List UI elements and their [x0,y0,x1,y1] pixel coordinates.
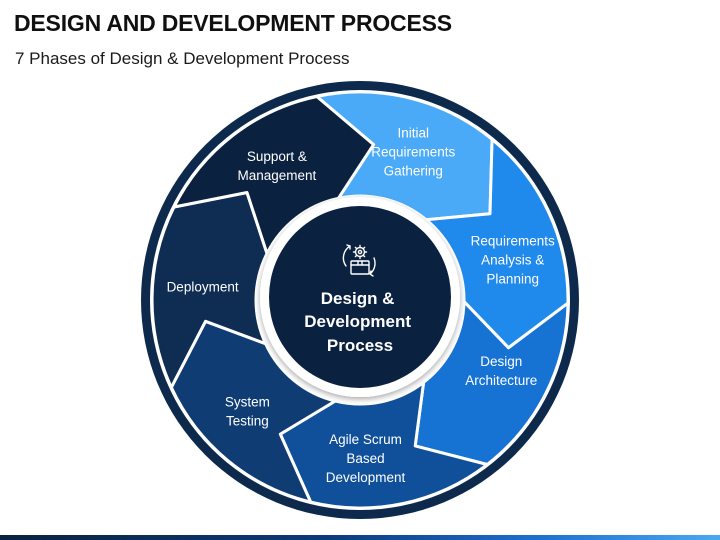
phase-label-line: Gathering [384,163,443,178]
footer-accent-bar [0,535,720,540]
phase-label-line: Deployment [167,280,239,295]
center-title-line: Process [327,336,393,355]
center-hub [269,206,451,388]
center-title-line: Design & [321,289,395,308]
phase-label-line: Based [346,451,384,466]
phase-label-line: Analysis & [481,253,544,268]
center-title-line: Development [304,312,411,331]
phase-label-line: Requirements [371,144,455,159]
center-title: Design & Development Process [304,289,415,355]
phase-label-line: Support & [247,149,307,164]
phase-label: Deployment [167,280,239,295]
phase-label-line: Architecture [465,373,537,388]
phase-label-line: Requirements [471,234,555,249]
phase-segments [150,90,570,510]
phase-label-line: Planning [486,272,539,287]
phase-label-line: Design [480,354,522,369]
slide-title: DESIGN AND DEVELOPMENT PROCESS [14,10,452,36]
phase-label-line: System [225,394,270,409]
phase-label-line: Management [237,168,316,183]
phase-label-line: Development [326,470,406,485]
phase-label-line: Initial [398,125,430,140]
slide-subtitle: 7 Phases of Design & Development Process [15,49,350,68]
phase-label-line: Testing [226,413,269,428]
phase-segment [172,95,376,255]
phase-label-line: Agile Scrum [329,432,402,447]
phase-label: Support & Management [237,149,316,183]
gear-box-cycle-icon [342,244,376,277]
